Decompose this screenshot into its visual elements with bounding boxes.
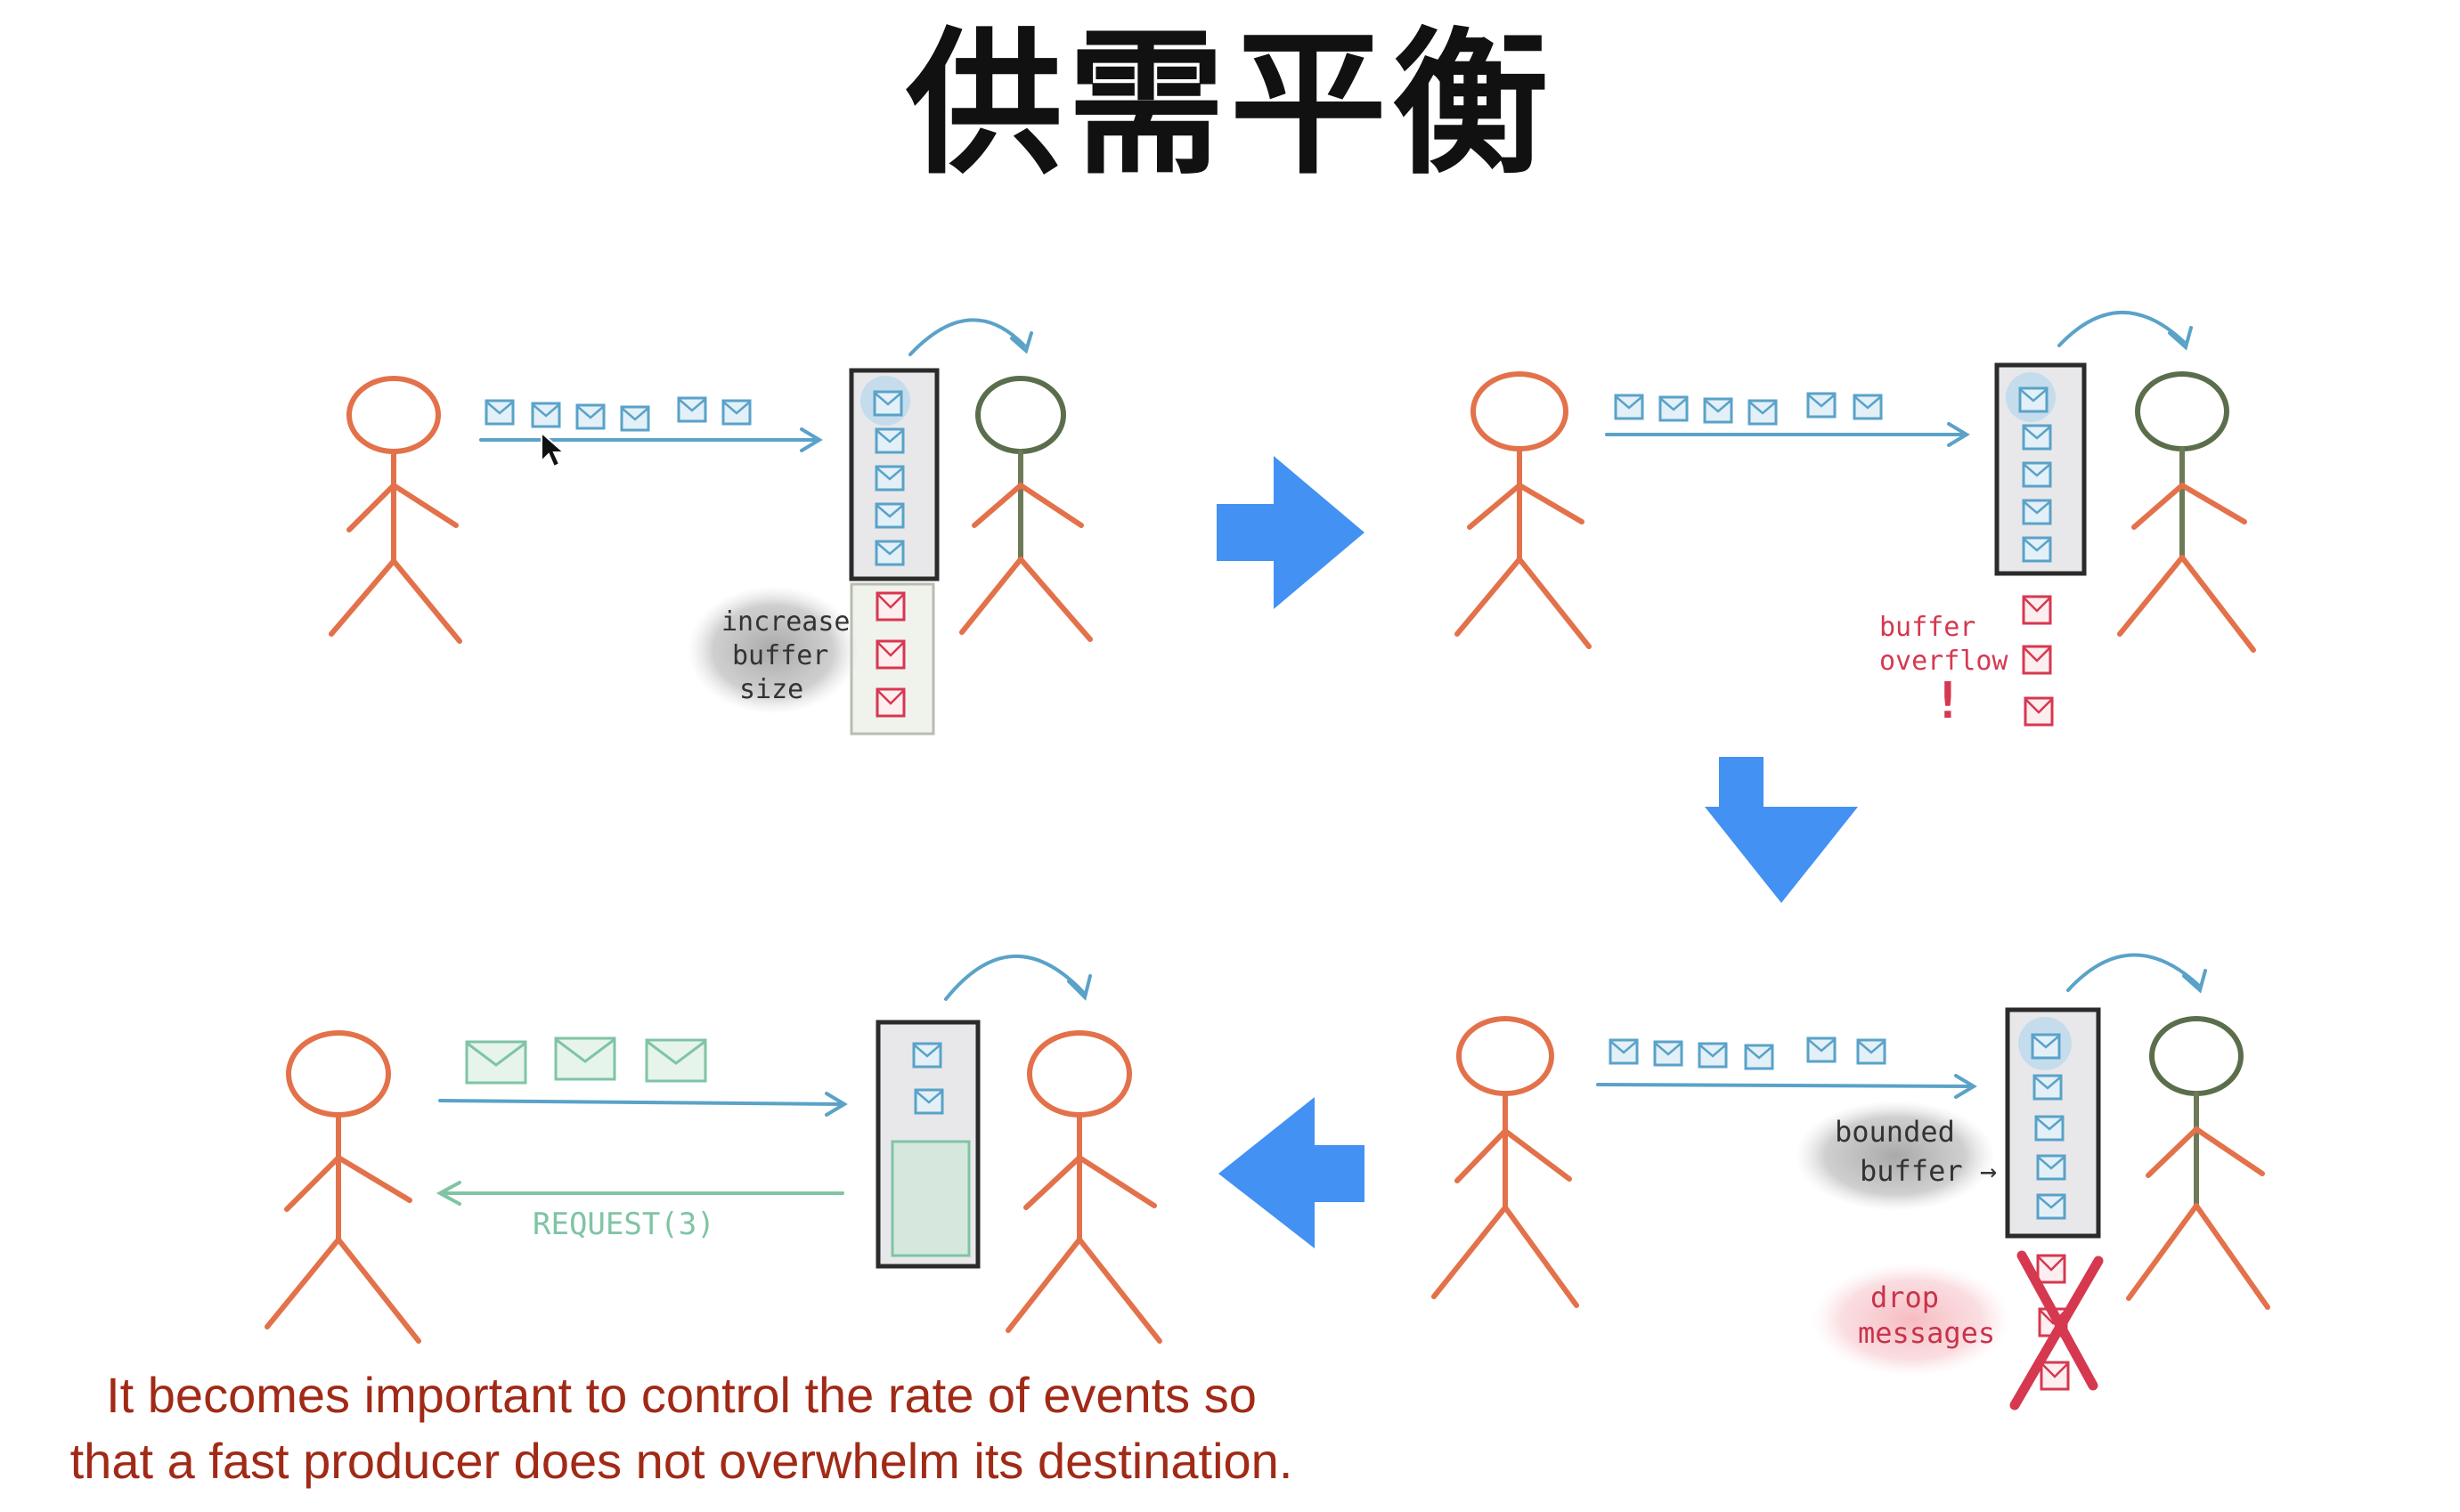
producer-figure (1454, 371, 1592, 649)
overflow-messages (876, 591, 906, 718)
flow-arrow (1605, 422, 1970, 447)
reserved-capacity (891, 1140, 971, 1257)
producer-figure (1431, 1016, 1579, 1308)
flow-arrow (438, 1092, 848, 1117)
caption: It becomes important to control the rate… (0, 1362, 1363, 1494)
consume-arrow (908, 318, 1033, 356)
page-title: 供需平衡 (905, 13, 1554, 196)
drop-cross-icon (2009, 1250, 2104, 1410)
drop-messages-note: drop messages (1858, 1280, 1995, 1350)
message-stream (1609, 1036, 1886, 1070)
consume-arrow (2057, 311, 2193, 351)
message-stream (465, 1036, 707, 1085)
panel-bounded-buffer: bounded buffer → drop messages (1431, 953, 2270, 1410)
caption-line-1: It becomes important to control the rate… (106, 1367, 1257, 1423)
increase-buffer-note: increase buffer size (721, 606, 867, 705)
panel-increase-buffer: increase buffer size (329, 318, 1093, 736)
message-stream (1614, 392, 1883, 426)
consumer-figure (2117, 371, 2256, 653)
bounded-buffer-note: bounded buffer → (1835, 1115, 1997, 1188)
overflow-messages (2022, 595, 2054, 727)
caption-line-2: that a fast producer does not overwhelm … (69, 1433, 1293, 1489)
cursor-icon (541, 430, 566, 468)
producer-figure (265, 1030, 421, 1344)
panel-backpressure: REQUEST(3) (265, 954, 1162, 1344)
consume-arrow (944, 954, 1092, 1001)
consume-arrow (2066, 953, 2207, 994)
arrow-left-icon (1218, 1097, 1364, 1248)
message-stream (485, 396, 752, 432)
request-label: REQUEST(3) (533, 1207, 715, 1242)
producer-figure (329, 376, 462, 644)
flow-arrow (479, 427, 823, 452)
flow-arrow (1596, 1074, 1977, 1099)
request-arrow (436, 1181, 844, 1206)
panel-buffer-overflow: buffer overflow ! (1454, 311, 2256, 730)
consumer-figure (959, 376, 1093, 642)
arrow-down-icon (1705, 757, 1858, 903)
arrow-right-icon (1217, 456, 1364, 609)
consumer-figure (2126, 1016, 2270, 1310)
consumer-figure (1006, 1030, 1162, 1344)
buffer-overflow-note: buffer overflow (1879, 612, 2008, 677)
overflow-exclamation: ! (1933, 672, 1963, 730)
